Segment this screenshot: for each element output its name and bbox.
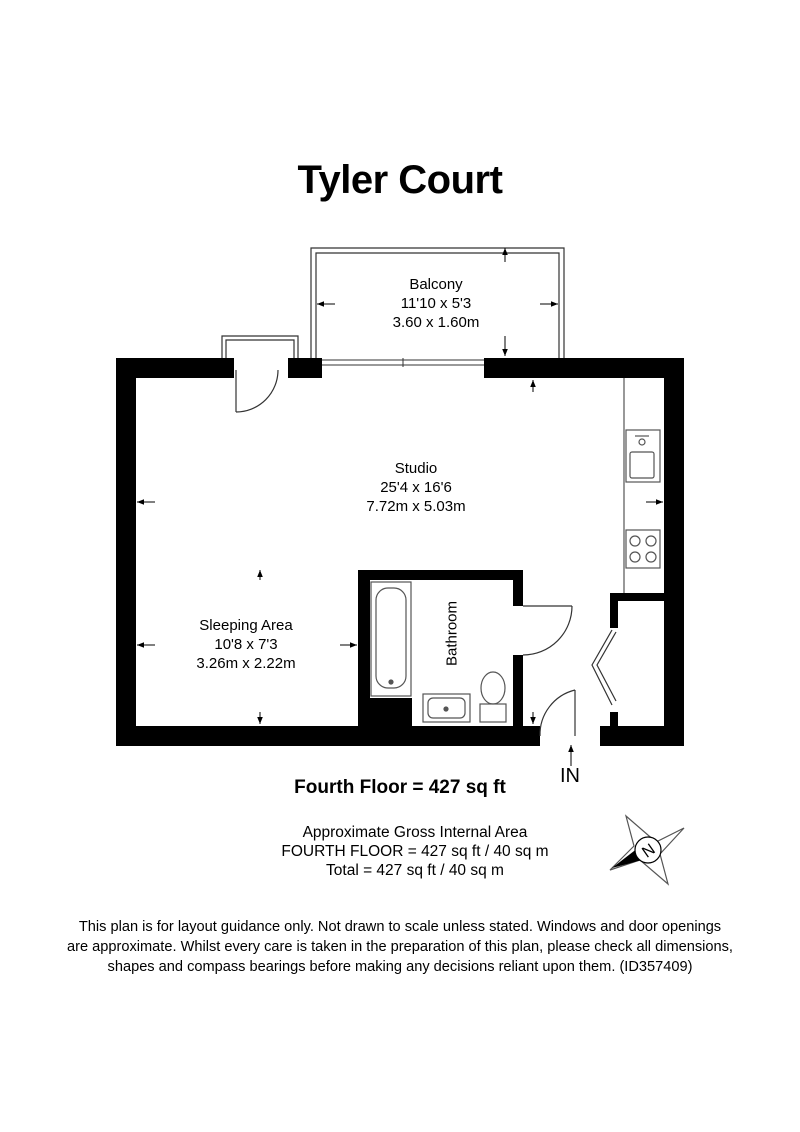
studio-label: Studio 25'4 x 16'6 7.72m x 5.03m [316, 459, 516, 516]
doors [235, 369, 617, 737]
area-heading: Approximate Gross Internal Area [302, 824, 528, 841]
disclaimer: This plan is for layout guidance only. N… [20, 917, 780, 977]
area-floor-line: FOURTH FLOOR = 427 sq ft / 40 sq m [281, 843, 549, 860]
bathtub [370, 581, 412, 697]
sleeping-area-imperial: 10'8 x 7'3 [214, 636, 278, 653]
bathroom-walls [358, 570, 523, 730]
disclaimer-line-3: shapes and compass bearings before makin… [107, 959, 693, 975]
cupboard-outline [221, 335, 299, 358]
sleeping-area-label: Sleeping Area 10'8 x 7'3 3.26m x 2.22m [146, 616, 346, 673]
page-title: Tyler Court [297, 158, 503, 202]
balcony-label: Balcony 11'10 x 5'3 3.60 x 1.60m [336, 275, 536, 332]
entrance-label: IN [560, 765, 580, 787]
outer-walls [116, 358, 684, 746]
dimension-arrows [137, 248, 663, 766]
wash-basin [422, 693, 471, 723]
disclaimer-line-2: are approximate. Whilst every care is ta… [67, 939, 733, 955]
studio-metric: 7.72m x 5.03m [366, 498, 466, 515]
balcony-glazing [322, 358, 484, 367]
disclaimer-line-1: This plan is for layout guidance only. N… [78, 919, 722, 935]
studio-name: Studio [394, 460, 438, 477]
toilet [479, 671, 507, 723]
sleeping-area-metric: 3.26m x 2.22m [196, 655, 296, 672]
sleeping-area-name: Sleeping Area [199, 617, 293, 634]
bathroom-label: Bathroom [443, 600, 461, 667]
cupboard-walls [610, 593, 666, 732]
balcony-metric: 3.60 x 1.60m [392, 314, 480, 331]
balcony-imperial: 11'10 x 5'3 [400, 295, 472, 312]
studio-imperial: 25'4 x 16'6 [380, 479, 452, 496]
area-summary: Approximate Gross Internal Area FOURTH F… [200, 823, 630, 880]
balcony-outline [310, 247, 565, 358]
kitchen-counter [623, 378, 661, 593]
floor-total: Fourth Floor = 427 sq ft [294, 777, 506, 798]
compass-icon: N [609, 814, 685, 886]
area-total-line: Total = 427 sq ft / 40 sq m [326, 862, 504, 879]
balcony-name: Balcony [409, 276, 463, 293]
